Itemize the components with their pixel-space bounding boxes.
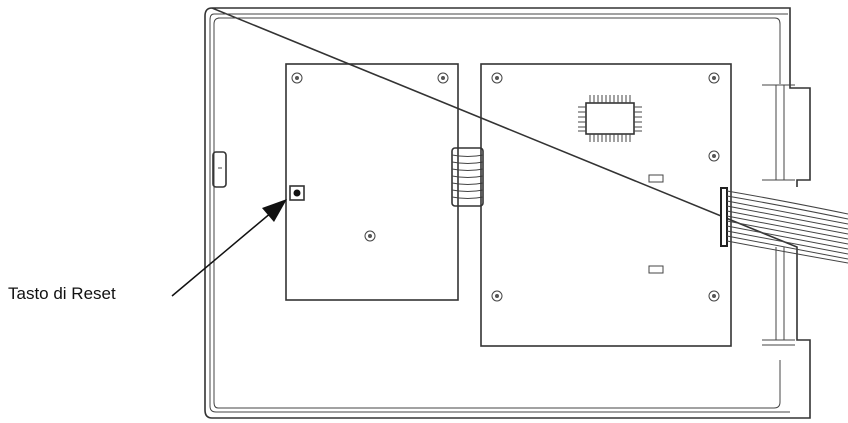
- housing: [204, 7, 811, 419]
- ribbon-cable: [720, 187, 848, 264]
- reset-button-label: Tasto di Reset: [8, 284, 116, 303]
- reset-button: [289, 185, 305, 201]
- small-component: [648, 265, 664, 274]
- microchip: [578, 95, 642, 142]
- right-board: [480, 63, 732, 347]
- coil: [451, 147, 484, 207]
- small-component: [648, 174, 664, 183]
- left-board: [285, 63, 459, 301]
- callout-arrow: [171, 199, 287, 297]
- side-clip: [212, 151, 227, 188]
